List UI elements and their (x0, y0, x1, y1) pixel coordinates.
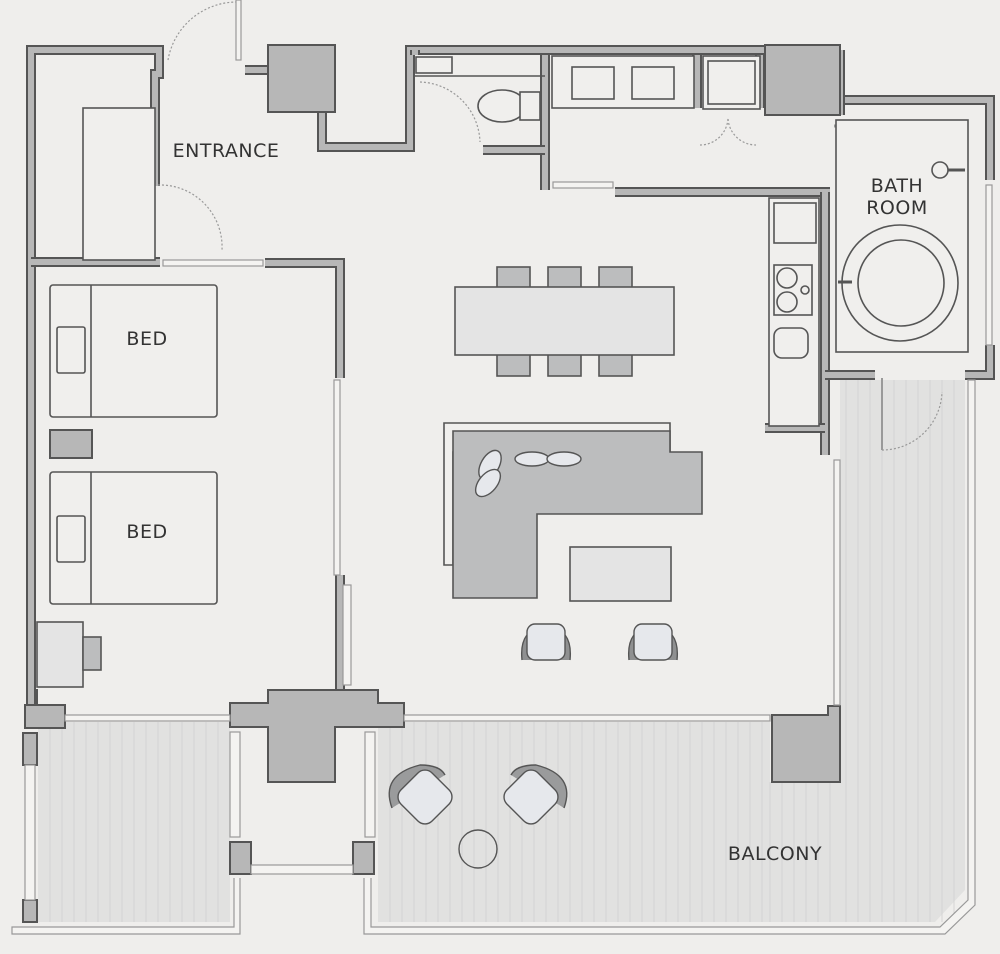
dining-set (454, 266, 675, 377)
living-dining (443, 266, 703, 661)
closet-door[interactable] (699, 117, 757, 146)
bed-2 (49, 471, 218, 605)
nightstand (49, 429, 93, 459)
column-center (229, 689, 405, 783)
entrance-door[interactable] (167, 1, 237, 61)
cooktop (773, 264, 813, 316)
toilet (477, 89, 541, 123)
wet-area: BATH ROOM (415, 55, 969, 353)
bedroom (36, 107, 218, 688)
room-label-bed-1: BED (126, 328, 167, 350)
side-table (458, 829, 498, 869)
wall-segment (265, 258, 345, 378)
walls (22, 44, 995, 923)
bed-1 (49, 284, 218, 418)
room-label-balcony: BALCONY (728, 843, 822, 865)
wall-segment (28, 47, 162, 705)
desk-chair (82, 636, 102, 671)
desk (36, 621, 84, 688)
bedroom-door[interactable] (157, 184, 223, 251)
room-label-bath-2: ROOM (866, 197, 928, 219)
column-balcony (771, 705, 841, 783)
dining-table (454, 286, 675, 356)
column-bedroom (24, 689, 66, 729)
bathtub (835, 119, 969, 353)
armchair (520, 623, 572, 661)
armchair (627, 623, 679, 661)
sofa (443, 422, 703, 599)
sink (631, 66, 675, 100)
column-entrance (267, 44, 336, 113)
column-top-right (764, 44, 841, 116)
wall-segment (265, 260, 343, 378)
kitchen (768, 197, 820, 427)
balcony-furniture (388, 764, 568, 869)
wall-segment (965, 345, 993, 378)
toilet-door[interactable] (419, 81, 481, 143)
windows (11, 0, 993, 935)
room-label-entrance: ENTRANCE (173, 140, 280, 162)
lounge-chair (503, 764, 568, 825)
wall-segment (845, 97, 993, 180)
fridge (773, 202, 817, 244)
balcony-door[interactable] (881, 391, 943, 451)
coffee-table (569, 546, 672, 602)
lounge-chair (388, 764, 453, 825)
kitchen-sink (773, 327, 809, 359)
room-label-bed-2: BED (126, 521, 167, 543)
room-label-bath: BATH (871, 175, 923, 197)
wall-segment (319, 47, 765, 150)
sink (571, 66, 615, 100)
